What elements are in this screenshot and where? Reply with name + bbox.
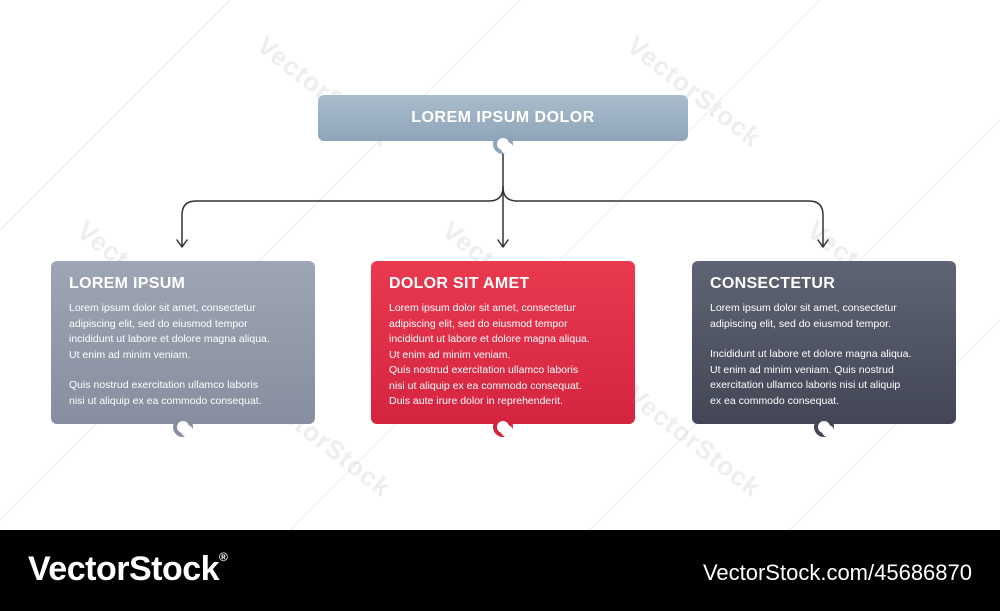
card-consectetur: CONSECTETUR Lorem ipsum dolor sit amet, … [692,261,956,424]
brand-name: VectorStock [28,550,220,588]
card-text-line: nisi ut aliquip ex ea commodo consequat. [69,394,262,407]
card-text-line: Quis nostrud exercitation ullamco labori… [389,364,579,376]
card-text-line: Ut enim ad minim veniam. [69,348,191,361]
card-text-line: exercitation ullamco laboris nisi ut ali… [710,379,901,391]
card-text-line: Ut enim ad minim veniam. Quis nostrud [710,363,894,376]
arrow-head-left [176,239,188,248]
card-lorem-ipsum: LOREM IPSUM Lorem ipsum dolor sit amet, … [51,261,315,424]
root-node: LOREM IPSUM DOLOR [318,95,688,141]
root-node-title: LOREM IPSUM DOLOR [411,109,595,126]
arrow-head-right [817,239,829,248]
arrow-head-center [497,239,509,248]
footer-bar: VectorStock® VectorStock.com/45686870 [0,530,1000,611]
card-title: LOREM IPSUM [69,275,186,292]
card-text-line: Ut enim ad minim veniam. [389,348,511,361]
registered-mark: ® [219,550,228,564]
card-text-line: Lorem ipsum dolor sit amet, consectetur [69,302,256,314]
card-text-line: Lorem ipsum dolor sit amet, consectetur [389,302,576,314]
card-title: DOLOR SIT AMET [389,275,530,292]
card-dolor-sit-amet: DOLOR SIT AMET Lorem ipsum dolor sit ame… [371,261,635,424]
card-text-line: Quis nostrud exercitation ullamco labori… [69,379,259,391]
card-text-line: Incididunt ut labore et dolore magna ali… [710,348,912,360]
footer-logo: VectorStock® [28,550,228,589]
card-text-line: Duis aute irure dolor in reprehenderit. [389,395,563,407]
card-text-line: adipiscing elit, sed do eiusmod tempor. [710,317,891,330]
connector-lines [176,149,829,248]
card-text-line: incididunt ut labore et dolore magna ali… [389,333,590,345]
card-text-line: ex ea commodo consequat. [710,394,839,407]
card-body: Lorem ipsum dolor sit amet, consectetur … [710,301,938,409]
paragraph-gap [69,363,297,378]
card-connector-dot [173,417,193,437]
card-body: Lorem ipsum dolor sit amet, consectetur … [389,301,617,410]
card-text-line: adipiscing elit, sed do eiusmod tempor [389,317,568,330]
card-body: Lorem ipsum dolor sit amet, consectetur … [69,301,297,409]
branch-right [502,186,824,247]
card-text-line: Lorem ipsum dolor sit amet, consectetur [710,302,897,314]
branch-left [181,186,504,247]
diagram-canvas: VectorStock VectorStock VectorStock Vect… [0,0,1000,530]
card-text-line: incididunt ut labore et dolore magna ali… [69,333,270,345]
footer-image-id: VectorStock.com/45686870 [702,560,972,585]
card-title: CONSECTETUR [710,275,836,292]
card-text-line: adipiscing elit, sed do eiusmod tempor [69,317,248,330]
paragraph-gap [710,332,938,347]
card-connector-dot [814,417,834,437]
root-connector-dot [493,134,513,154]
card-text-line: nisi ut aliquip ex ea commodo consequat. [389,379,582,392]
card-connector-dot [493,417,513,437]
